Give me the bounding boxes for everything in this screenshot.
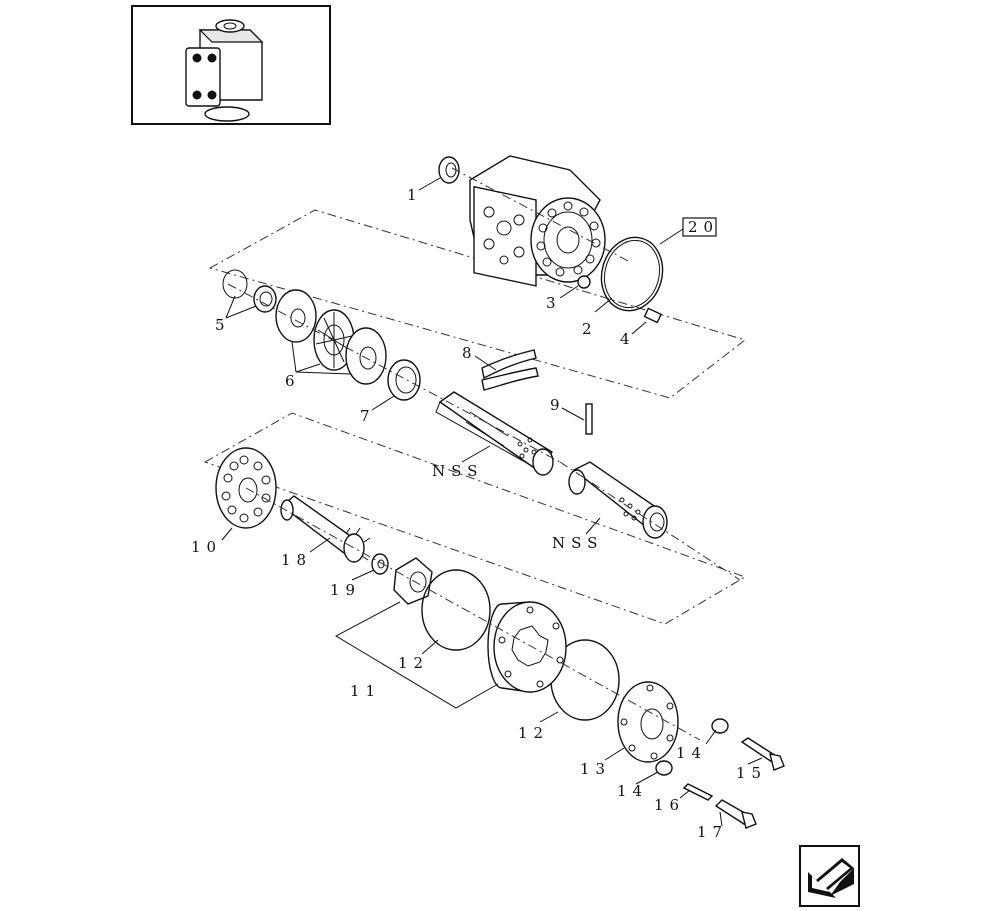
callout-nss-sleeve: NSS xyxy=(432,462,483,480)
part-14-washer-b[interactable] xyxy=(655,760,673,776)
callout-6: 6 xyxy=(285,372,301,390)
callout-10: 10 xyxy=(191,538,222,556)
callout-17: 17 xyxy=(697,823,728,841)
part-16-pin[interactable] xyxy=(682,783,714,801)
callout-14-a: 14 xyxy=(676,744,707,762)
part-11-gearwheel-set[interactable] xyxy=(487,601,567,693)
callout-13: 13 xyxy=(580,760,611,778)
subassembly-outline-lower xyxy=(203,412,747,625)
part-12-gasket-front[interactable] xyxy=(421,569,491,651)
group-bracket-11 xyxy=(334,601,499,709)
part-5-seal-kit[interactable] xyxy=(222,269,277,313)
callout-14-b: 14 xyxy=(617,782,648,800)
part-19-spacer[interactable] xyxy=(371,553,389,575)
callout-18: 18 xyxy=(281,551,312,569)
steering-unit-housing[interactable] xyxy=(469,155,606,287)
callout-7: 7 xyxy=(360,407,376,425)
part-4-plug[interactable] xyxy=(643,307,662,324)
part-17-bolt[interactable] xyxy=(714,799,757,829)
callout-4: 4 xyxy=(620,330,636,348)
leader-lines xyxy=(221,177,763,827)
callout-19: 19 xyxy=(330,581,361,599)
part-2-o-ring[interactable] xyxy=(593,230,670,317)
return-arrow-icon[interactable] xyxy=(799,845,860,907)
callout-12-front: 12 xyxy=(398,654,429,672)
callout-8: 8 xyxy=(462,344,478,362)
callout-11: 11 xyxy=(350,682,381,700)
part-7-ring[interactable] xyxy=(387,359,421,401)
callout-9: 9 xyxy=(550,396,566,414)
part-6-bearing-set[interactable] xyxy=(275,289,387,385)
part-14-washer-a[interactable] xyxy=(711,718,729,734)
callout-15: 15 xyxy=(736,764,767,782)
callout-5: 5 xyxy=(215,316,231,334)
callout-16: 16 xyxy=(654,796,685,814)
callout-2: 2 xyxy=(582,320,598,338)
callout-3: 3 xyxy=(546,294,562,312)
callout-1: 1 xyxy=(407,186,423,204)
callout-nss-spool: NSS xyxy=(552,534,603,552)
part-15-bolt[interactable] xyxy=(740,737,785,771)
part-13-end-cover[interactable] xyxy=(617,681,679,763)
part-20-box xyxy=(682,217,717,237)
callout-20: 20 xyxy=(688,218,719,236)
part-1-seal[interactable] xyxy=(438,156,460,184)
part-3-ball[interactable] xyxy=(577,275,591,289)
valve-spool[interactable] xyxy=(568,461,668,539)
part-9-pin[interactable] xyxy=(585,403,593,435)
assembly-thumbnail-icon[interactable] xyxy=(131,5,331,125)
part-8-centering-springs[interactable] xyxy=(481,349,539,391)
callout-12-rear: 12 xyxy=(518,724,549,742)
part-18-cardan-shaft[interactable] xyxy=(280,495,371,563)
